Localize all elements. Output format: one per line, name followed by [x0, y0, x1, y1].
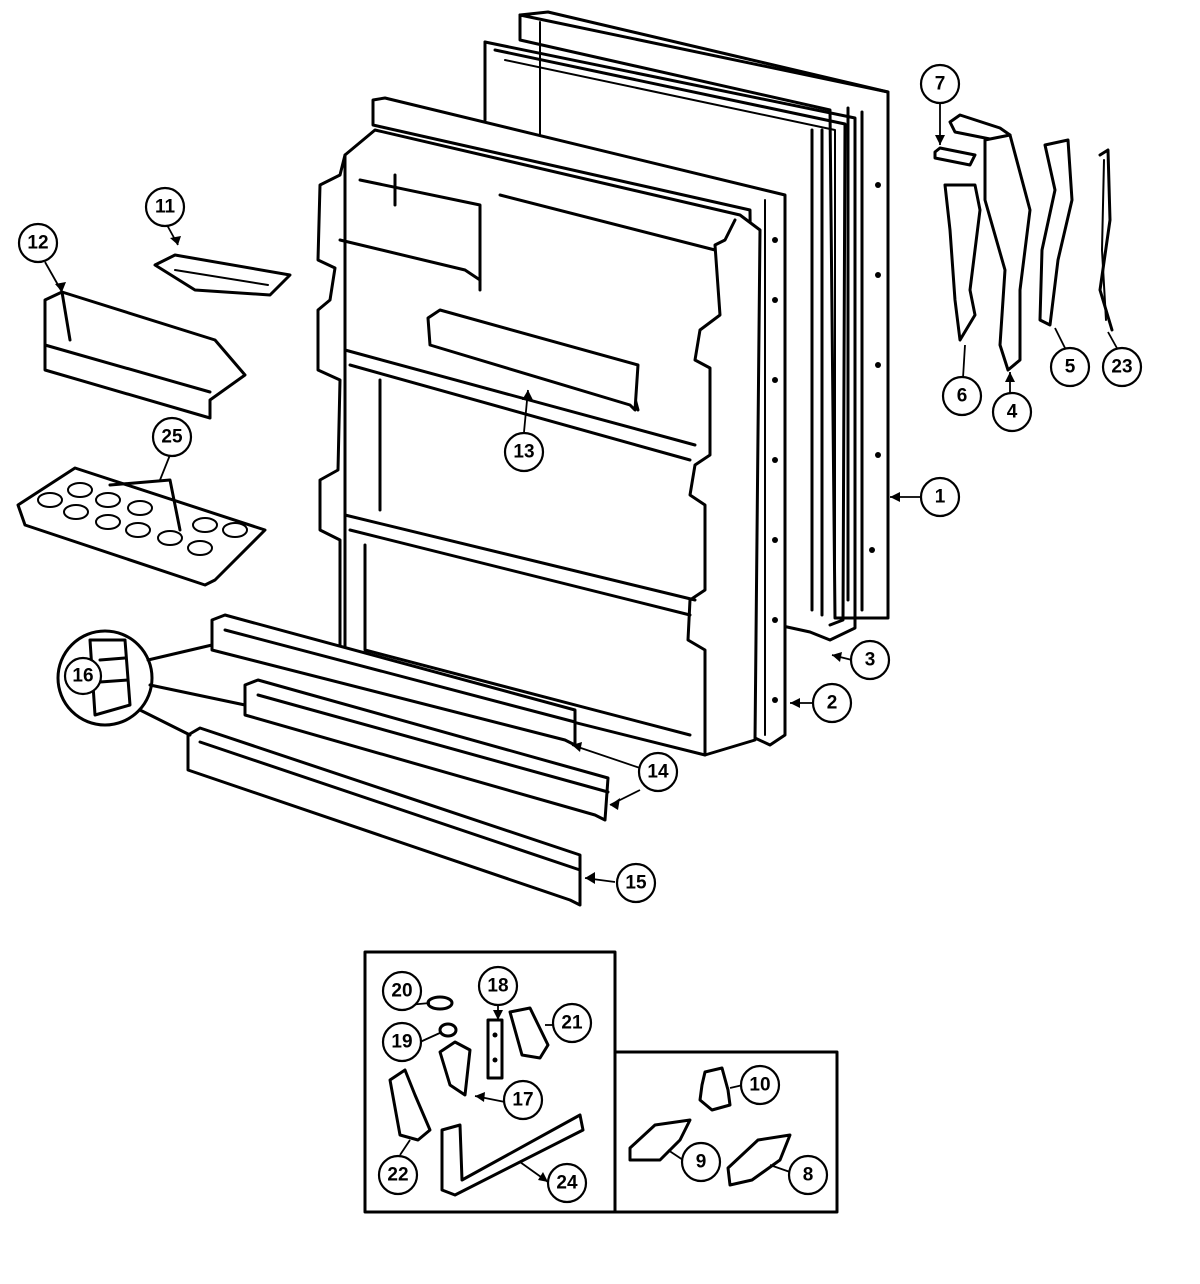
callout-3: 3	[849, 639, 891, 681]
door-bars	[186, 613, 610, 907]
callout-18-label: 18	[487, 976, 508, 997]
callout-4-label: 4	[1007, 402, 1018, 423]
callout-3-label: 3	[865, 650, 876, 671]
part-25-egg-tray	[16, 466, 267, 587]
inset-box-clips	[613, 1050, 839, 1214]
callout-25: 25	[151, 416, 193, 458]
callout-7-label: 7	[935, 74, 946, 95]
callout-6-label: 6	[957, 386, 968, 407]
callout-1: 1	[919, 476, 961, 518]
callout-9: 9	[680, 1141, 722, 1183]
callout-18: 18	[477, 965, 519, 1007]
callout-25-label: 25	[161, 427, 183, 448]
part-11-tray	[153, 253, 292, 297]
callout-7: 7	[919, 63, 961, 105]
callout-2-label: 2	[827, 693, 838, 714]
callout-19-label: 19	[391, 1032, 412, 1053]
callout-20-label: 20	[391, 981, 412, 1002]
part-12-compartment	[43, 290, 247, 420]
callout-12: 12	[17, 222, 59, 264]
callout-13: 13	[503, 431, 545, 473]
callout-10-label: 10	[749, 1075, 770, 1096]
callout-1-label: 1	[935, 487, 946, 508]
callout-14: 14	[637, 751, 679, 793]
callout-24-label: 24	[556, 1173, 578, 1194]
callout-20: 20	[381, 970, 423, 1012]
inset-box-brackets	[363, 950, 617, 1214]
callout-4: 4	[991, 391, 1033, 433]
callout-24: 24	[546, 1162, 588, 1204]
arrowheads	[55, 135, 1015, 1182]
callout-15-label: 15	[625, 873, 647, 894]
callout-22-label: 22	[387, 1165, 408, 1186]
callout-21: 21	[551, 1002, 593, 1044]
callout-11-label: 11	[155, 197, 176, 218]
callout-9-label: 9	[696, 1152, 707, 1173]
hinge-hardware	[933, 113, 1114, 372]
callout-23-label: 23	[1111, 357, 1132, 378]
callout-10: 10	[739, 1064, 781, 1106]
callout-12-label: 12	[27, 233, 48, 254]
callout-14-label: 14	[647, 762, 669, 783]
door-liner	[316, 128, 762, 757]
callout-22: 22	[377, 1154, 419, 1196]
egg-cups	[37, 482, 248, 556]
callout-15: 15	[615, 862, 657, 904]
callout-16: 16	[63, 656, 103, 696]
callout-2: 2	[811, 682, 853, 724]
door-liner-flange	[371, 96, 787, 747]
callout-8-label: 8	[803, 1165, 814, 1186]
part-16-detail	[56, 629, 247, 737]
callout-21-label: 21	[561, 1013, 583, 1034]
door-outer-panel	[518, 10, 890, 620]
callout-23: 23	[1101, 346, 1143, 388]
callout-17-label: 17	[512, 1090, 533, 1111]
callout-13-label: 13	[513, 442, 534, 463]
callout-5-label: 5	[1065, 357, 1076, 378]
callout-11: 11	[144, 186, 186, 228]
callout-5: 5	[1049, 346, 1091, 388]
callout-19: 19	[381, 1021, 423, 1063]
callout-6: 6	[941, 375, 983, 417]
callout-16-label: 16	[72, 666, 93, 687]
door-gasket	[483, 40, 857, 642]
callout-17: 17	[502, 1079, 544, 1121]
callout-8: 8	[787, 1154, 829, 1196]
